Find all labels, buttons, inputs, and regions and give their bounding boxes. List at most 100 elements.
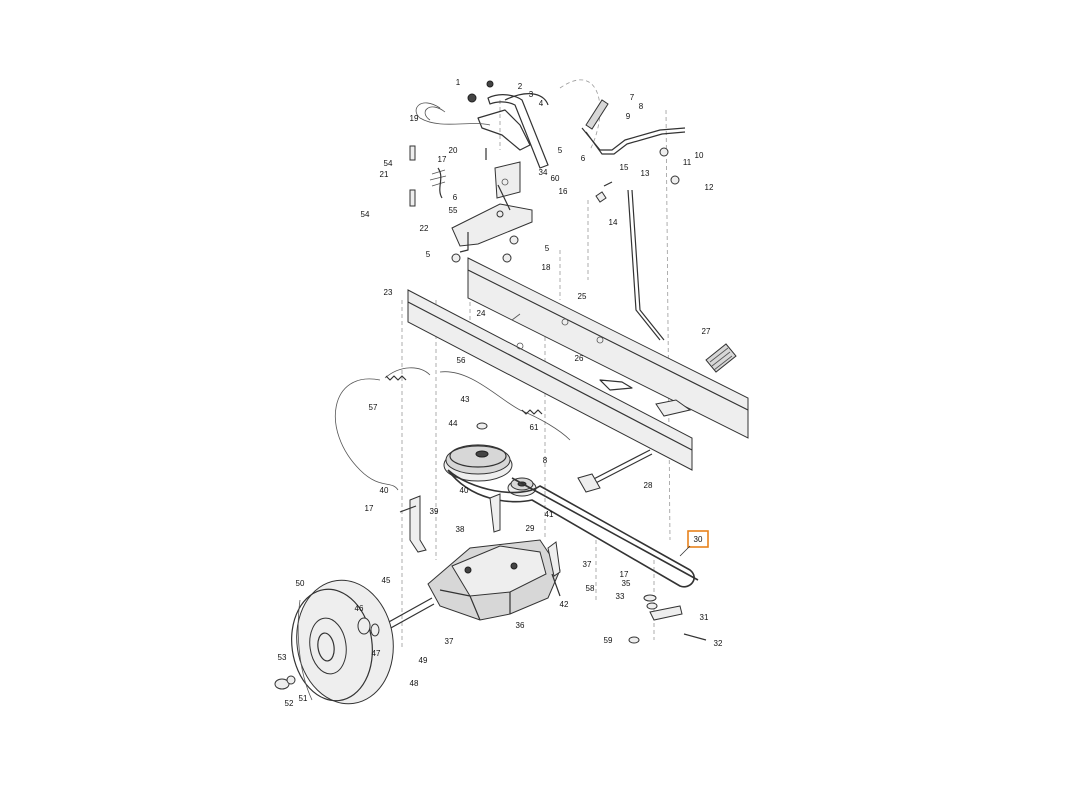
callout-10[interactable]: 10 [695, 151, 704, 160]
callout-52[interactable]: 52 [285, 699, 294, 708]
callout-number: 41 [545, 510, 554, 519]
callout-48[interactable]: 48 [410, 679, 419, 688]
callout-number: 5 [545, 244, 550, 253]
callout-11[interactable]: 11 [683, 158, 692, 167]
callout-57[interactable]: 57 [369, 403, 378, 412]
callout-6[interactable]: 6 [453, 193, 458, 202]
callout-number: 51 [299, 694, 308, 703]
callout-14[interactable]: 14 [609, 218, 618, 227]
callout-37[interactable]: 37 [583, 560, 592, 569]
callout-number: 61 [530, 423, 539, 432]
callout-44[interactable]: 44 [449, 419, 458, 428]
callout-16[interactable]: 16 [559, 187, 568, 196]
callout-15[interactable]: 15 [620, 163, 629, 172]
callout-28[interactable]: 28 [644, 481, 653, 490]
callout-8[interactable]: 8 [543, 456, 548, 465]
callout-45[interactable]: 45 [382, 576, 391, 585]
callout-20[interactable]: 20 [449, 146, 458, 155]
callout-61[interactable]: 61 [530, 423, 539, 432]
callout-number: 19 [410, 114, 419, 123]
callout-number: 43 [461, 395, 470, 404]
callout-54[interactable]: 54 [384, 159, 393, 168]
callout-number: 17 [620, 570, 629, 579]
callout-41[interactable]: 41 [545, 510, 554, 519]
callout-number: 5 [426, 250, 431, 259]
callout-number: 25 [578, 292, 587, 301]
callout-40[interactable]: 40 [460, 486, 469, 495]
callout-47[interactable]: 47 [372, 649, 381, 658]
callout-55[interactable]: 55 [449, 206, 458, 215]
callout-34[interactable]: 34 [539, 168, 548, 177]
callout-36[interactable]: 36 [516, 621, 525, 630]
callout-43[interactable]: 43 [461, 395, 470, 404]
callout-4[interactable]: 4 [539, 99, 544, 108]
control-rods [581, 99, 686, 341]
callout-25[interactable]: 25 [578, 292, 587, 301]
callout-number: 4 [539, 99, 544, 108]
callout-number: 3 [529, 90, 534, 99]
callout-32[interactable]: 32 [714, 639, 723, 648]
callout-number: 58 [586, 584, 595, 593]
callout-27[interactable]: 27 [702, 327, 711, 336]
callout-31[interactable]: 31 [700, 613, 709, 622]
callout-50[interactable]: 50 [296, 579, 305, 588]
callout-59[interactable]: 59 [604, 636, 613, 645]
callout-51[interactable]: 51 [299, 694, 308, 703]
callout-60[interactable]: 60 [551, 174, 560, 183]
callout-6[interactable]: 6 [581, 154, 586, 163]
callout-17[interactable]: 17 [438, 155, 447, 164]
callout-21[interactable]: 21 [380, 170, 389, 179]
highlighted-callout-leader [679, 545, 691, 557]
callout-58[interactable]: 58 [586, 584, 595, 593]
highlighted-callout[interactable]: 30 [679, 530, 709, 557]
callout-54[interactable]: 54 [361, 210, 370, 219]
callout-5[interactable]: 5 [426, 250, 431, 259]
callout-2[interactable]: 2 [518, 82, 523, 91]
callout-number: 12 [705, 183, 714, 192]
callout-number: 52 [285, 699, 294, 708]
callout-46[interactable]: 46 [355, 604, 364, 613]
callout-26[interactable]: 26 [575, 354, 584, 363]
lever-bracket-assembly [409, 80, 549, 263]
callout-17[interactable]: 17 [365, 504, 374, 513]
callout-40[interactable]: 40 [380, 486, 389, 495]
callout-56[interactable]: 56 [457, 356, 466, 365]
idler-brackets [399, 449, 653, 553]
callout-49[interactable]: 49 [419, 656, 428, 665]
callout-number: 23 [384, 288, 393, 297]
callout-number: 37 [445, 637, 454, 646]
callout-12[interactable]: 12 [705, 183, 714, 192]
callout-number: 9 [626, 112, 631, 121]
callout-9[interactable]: 9 [626, 112, 631, 121]
callout-3[interactable]: 3 [529, 90, 534, 99]
callout-42[interactable]: 42 [560, 600, 569, 609]
callout-53[interactable]: 53 [278, 653, 287, 662]
callout-number: 34 [539, 168, 548, 177]
callout-33[interactable]: 33 [616, 592, 625, 601]
callout-number: 56 [457, 356, 466, 365]
callout-18[interactable]: 18 [542, 263, 551, 272]
callout-13[interactable]: 13 [641, 169, 650, 178]
callout-number: 46 [355, 604, 364, 613]
frame-channels [407, 257, 749, 471]
callout-1[interactable]: 1 [456, 78, 461, 87]
callout-38[interactable]: 38 [456, 525, 465, 534]
callout-23[interactable]: 23 [384, 288, 393, 297]
callout-8[interactable]: 8 [639, 102, 644, 111]
callout-5[interactable]: 5 [558, 146, 563, 155]
callout-37[interactable]: 37 [445, 637, 454, 646]
callout-22[interactable]: 22 [420, 224, 429, 233]
callout-7[interactable]: 7 [630, 93, 635, 102]
control-cables [335, 102, 571, 491]
callout-number: 40 [460, 486, 469, 495]
callout-19[interactable]: 19 [410, 114, 419, 123]
callout-5[interactable]: 5 [545, 244, 550, 253]
callout-17[interactable]: 17 [620, 570, 629, 579]
callout-number: 31 [700, 613, 709, 622]
callout-24[interactable]: 24 [477, 309, 486, 318]
callout-35[interactable]: 35 [622, 579, 631, 588]
callout-29[interactable]: 29 [526, 524, 535, 533]
callout-39[interactable]: 39 [430, 507, 439, 516]
callout-number: 47 [372, 649, 381, 658]
